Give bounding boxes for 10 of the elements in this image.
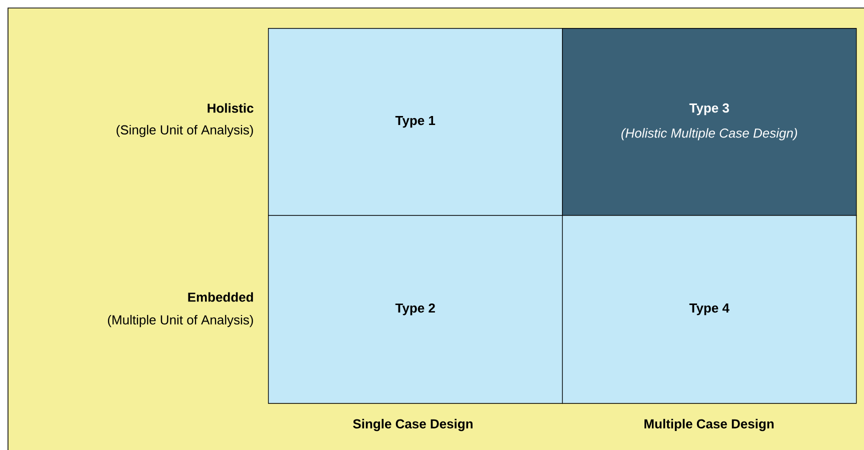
matrix-cell: Type 1 bbox=[268, 28, 563, 216]
column-heading: Single Case Design bbox=[353, 418, 473, 432]
matrix-cell: Type 3 (Holistic Multiple Case Design) bbox=[562, 28, 857, 216]
row-heading: Holistic bbox=[208, 103, 254, 113]
column-heading: Multiple Case Design bbox=[644, 418, 774, 432]
matrix-cell: Type 4 bbox=[562, 215, 857, 404]
matrix-cell: Type 2 bbox=[268, 215, 563, 404]
row-heading: (Multiple Unit of Analysis) bbox=[108, 314, 253, 328]
row-heading: Embedded bbox=[188, 292, 253, 302]
row-heading: (Single Unit of Analysis) bbox=[116, 124, 253, 138]
